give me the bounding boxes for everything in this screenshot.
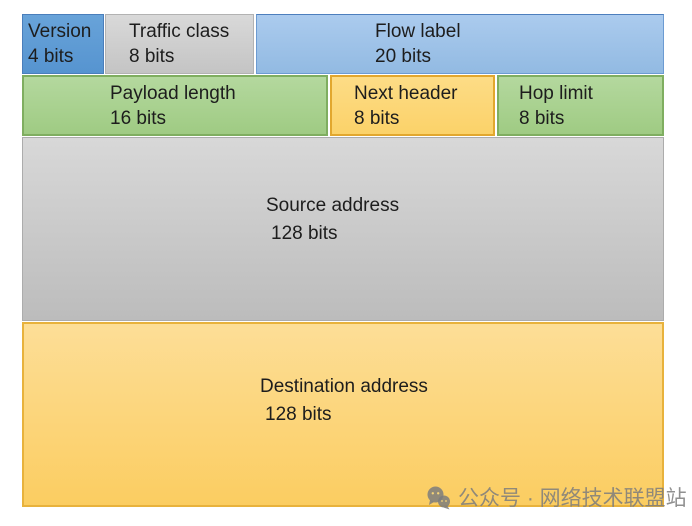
field-name: Next header [354,83,458,104]
field-bits: 4 bits [28,46,74,67]
field-traffic-class: Traffic class 8 bits [105,14,254,74]
field-name: Destination address [260,376,428,397]
field-next-header: Next header 8 bits [330,75,495,136]
watermark-text: 公众号 · 网络技术联盟站 [458,487,687,510]
field-name: Source address [266,195,400,216]
field-bits: 8 bits [354,108,400,129]
field-bits: 128 bits [265,404,332,425]
field-payload-length: Payload length 16 bits [22,75,328,136]
field-destination-address: Destination address 128 bits [22,322,664,507]
field-version: Version 4 bits [22,14,104,74]
field-bits: 128 bits [271,223,338,244]
field-name: Flow label [375,21,461,42]
field-name: Version [28,21,92,42]
field-flow-label: Flow label 20 bits [256,14,664,74]
field-name: Hop limit [519,83,593,104]
field-bits: 20 bits [375,46,431,67]
field-bits: 16 bits [110,108,166,129]
field-name: Payload length [110,83,236,104]
field-bits: 8 bits [129,46,175,67]
wechat-icon [427,486,450,509]
field-bits: 8 bits [519,108,565,129]
field-source-address: Source address 128 bits [22,137,664,321]
field-name: Traffic class [129,21,230,42]
field-hop-limit: Hop limit 8 bits [497,75,664,136]
watermark: 公众号 · 网络技术联盟站 [426,482,687,512]
